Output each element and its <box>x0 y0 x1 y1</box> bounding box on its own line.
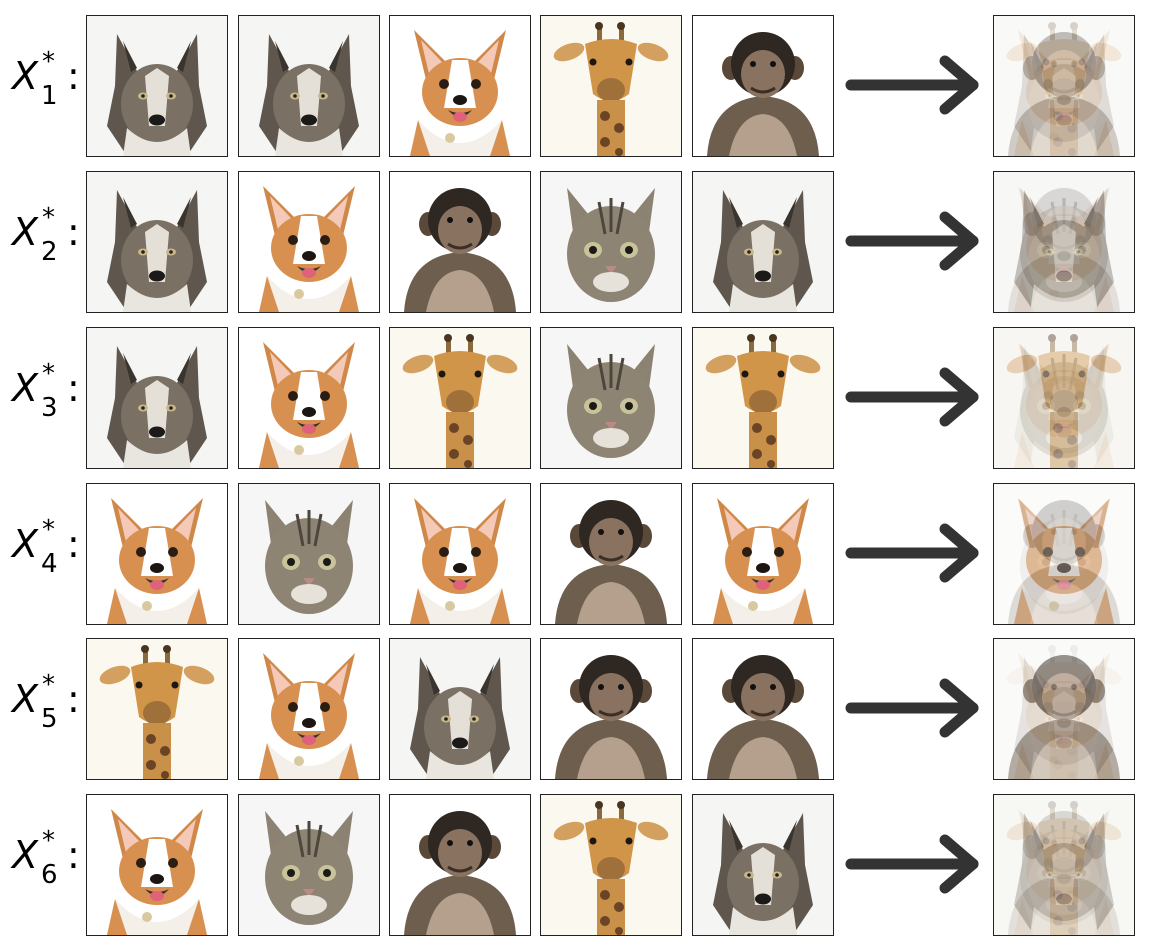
row-label-superscript: * <box>42 670 55 700</box>
wolf-image <box>86 15 228 157</box>
row-label: X* 1: <box>12 35 84 125</box>
chimp-image <box>692 15 834 157</box>
right-arrow-icon <box>845 55 985 115</box>
giraffe-image <box>86 638 228 780</box>
wolf-image <box>692 794 834 936</box>
row-label-subscript: 1 <box>41 81 58 111</box>
cat-image <box>540 327 682 469</box>
corgi-image <box>238 638 380 780</box>
row-label-colon: : <box>67 833 80 877</box>
row-label-variable: X <box>12 54 39 98</box>
wolf-image <box>238 15 380 157</box>
corgi-image <box>692 483 834 625</box>
corgi-image <box>389 15 531 157</box>
row-label-variable: X <box>12 210 39 254</box>
row-label-variable: X <box>12 677 39 721</box>
set-row-1: X* 1: <box>0 15 1150 157</box>
row-label-subscript: 6 <box>41 860 58 890</box>
set-row-5: X* 5: <box>0 638 1150 780</box>
set-row-2: X* 2: <box>0 171 1150 313</box>
cat-image <box>540 171 682 313</box>
row-label-subscript: 5 <box>41 704 58 734</box>
row-label-variable: X <box>12 833 39 877</box>
chimp-image <box>389 794 531 936</box>
corgi-image <box>389 483 531 625</box>
row-label-superscript: * <box>42 359 55 389</box>
row-label: X* 2: <box>12 191 84 281</box>
right-arrow-icon <box>845 678 985 738</box>
right-arrow-icon <box>845 834 985 894</box>
row-label-subscript: 3 <box>41 393 58 423</box>
giraffe-image <box>540 15 682 157</box>
row-label: X* 3: <box>12 347 84 437</box>
right-arrow-icon <box>845 211 985 271</box>
row-label-colon: : <box>67 366 80 410</box>
giraffe-image <box>540 794 682 936</box>
wolf-image <box>692 171 834 313</box>
row-label-superscript: * <box>42 826 55 856</box>
row-label-colon: : <box>67 677 80 721</box>
giraffe-image <box>692 327 834 469</box>
chimp-image <box>540 483 682 625</box>
row-label: X* 4: <box>12 503 84 593</box>
chimp-image <box>692 638 834 780</box>
row-label-variable: X <box>12 366 39 410</box>
chimp-image <box>389 171 531 313</box>
row-label-superscript: * <box>42 47 55 77</box>
row-label-colon: : <box>67 54 80 98</box>
wolf-image <box>86 171 228 313</box>
corgi-image <box>238 171 380 313</box>
row-label-superscript: * <box>42 203 55 233</box>
corgi-image <box>238 327 380 469</box>
blended-result-image <box>993 327 1135 469</box>
set-row-3: X* 3: <box>0 327 1150 469</box>
row-label: X* 6: <box>12 814 84 904</box>
wolf-image <box>389 638 531 780</box>
set-row-4: X* 4: <box>0 483 1150 625</box>
row-label-subscript: 4 <box>41 549 58 579</box>
chimp-image <box>540 638 682 780</box>
row-label-superscript: * <box>42 515 55 545</box>
blended-result-image <box>993 483 1135 625</box>
right-arrow-icon <box>845 367 985 427</box>
blended-result-image <box>993 171 1135 313</box>
right-arrow-icon <box>845 523 985 583</box>
blended-result-image <box>993 638 1135 780</box>
row-label-colon: : <box>67 210 80 254</box>
corgi-image <box>86 794 228 936</box>
set-row-6: X* 6: <box>0 794 1150 936</box>
blended-result-image <box>993 794 1135 936</box>
corgi-image <box>86 483 228 625</box>
giraffe-image <box>389 327 531 469</box>
row-label-variable: X <box>12 522 39 566</box>
row-label: X* 5: <box>12 658 84 748</box>
cat-image <box>238 794 380 936</box>
row-label-colon: : <box>67 522 80 566</box>
row-label-subscript: 2 <box>41 237 58 267</box>
cat-image <box>238 483 380 625</box>
blended-result-image <box>993 15 1135 157</box>
wolf-image <box>86 327 228 469</box>
